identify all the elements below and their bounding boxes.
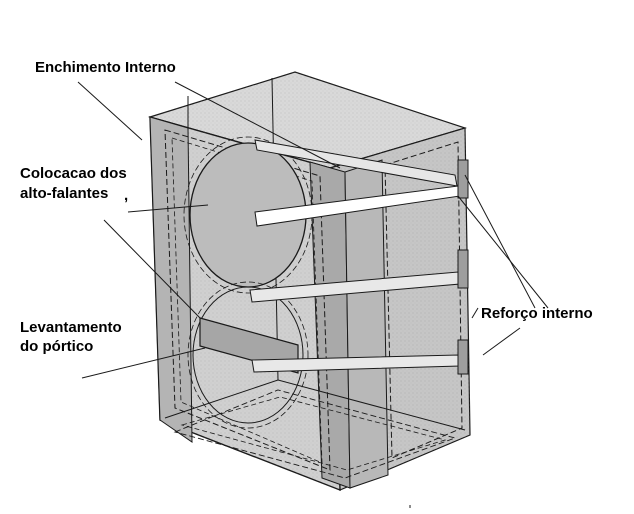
label-levantamento-line2: do pórtico <box>20 338 94 355</box>
bottom-dashed-outline <box>173 389 457 479</box>
leader-reforco-2 <box>464 174 536 309</box>
side-reinforcement-block-2 <box>457 249 469 289</box>
bottom-dashed-outline-2 <box>180 396 447 471</box>
lower-driver-dashed-ring <box>187 281 309 429</box>
label-colocacao-line2: alto-falantes <box>20 185 109 202</box>
leader-colocacao-1 <box>127 204 209 213</box>
internal-braces <box>249 139 461 373</box>
label-levantamento-line1: Levantamento <box>20 319 122 336</box>
leader-enchimento-1 <box>77 81 143 141</box>
label-reforco-interno: Reforço interno <box>481 305 593 322</box>
leader-colocacao-2 <box>103 219 201 319</box>
leader-enchimento-2 <box>174 81 341 169</box>
front-left-edge-strip <box>149 116 193 443</box>
side-reinforcement-block-1 <box>457 159 469 199</box>
label-colocacao-line1: Colocacao dos <box>20 165 127 182</box>
side-reinforcement-block-3 <box>457 339 469 375</box>
leader-reforco-1 <box>457 195 549 309</box>
hidden-back-left-edge <box>164 379 279 419</box>
label-enchimento-interno: Enchimento Interno <box>35 59 176 76</box>
internal-brace-top <box>254 139 458 187</box>
hidden-back-bottom-edge <box>277 379 466 431</box>
leader-reforco-4 <box>471 307 479 319</box>
front-inner-dashed-outline <box>164 129 331 471</box>
leader-reforco-3 <box>482 327 521 356</box>
leader-levantamento <box>81 347 206 379</box>
lower-driver-outline <box>192 286 304 424</box>
label-colocacao-mark: , <box>124 187 129 204</box>
top-panel-texture <box>150 72 465 168</box>
